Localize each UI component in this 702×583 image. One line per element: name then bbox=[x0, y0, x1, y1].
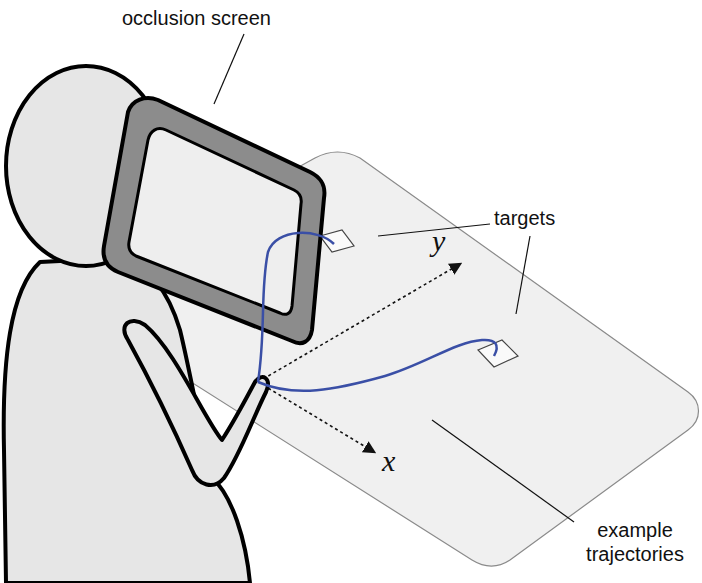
leader-line bbox=[432, 420, 574, 522]
target bbox=[320, 230, 354, 252]
axis-label: x bbox=[382, 446, 395, 476]
screen-pane bbox=[129, 129, 301, 315]
person-arm bbox=[124, 321, 268, 485]
trajectory bbox=[258, 340, 497, 391]
leader-line bbox=[214, 34, 244, 104]
callout-label: example trajectories bbox=[574, 518, 696, 566]
target bbox=[478, 340, 518, 367]
axis-label: y bbox=[432, 226, 445, 256]
leader-line bbox=[516, 236, 530, 314]
x-axis bbox=[258, 382, 374, 452]
callout-label: occlusion screen bbox=[122, 6, 271, 30]
callout-label: targets bbox=[494, 206, 555, 230]
trajectory bbox=[258, 233, 334, 382]
occlusion-screen bbox=[104, 98, 325, 343]
